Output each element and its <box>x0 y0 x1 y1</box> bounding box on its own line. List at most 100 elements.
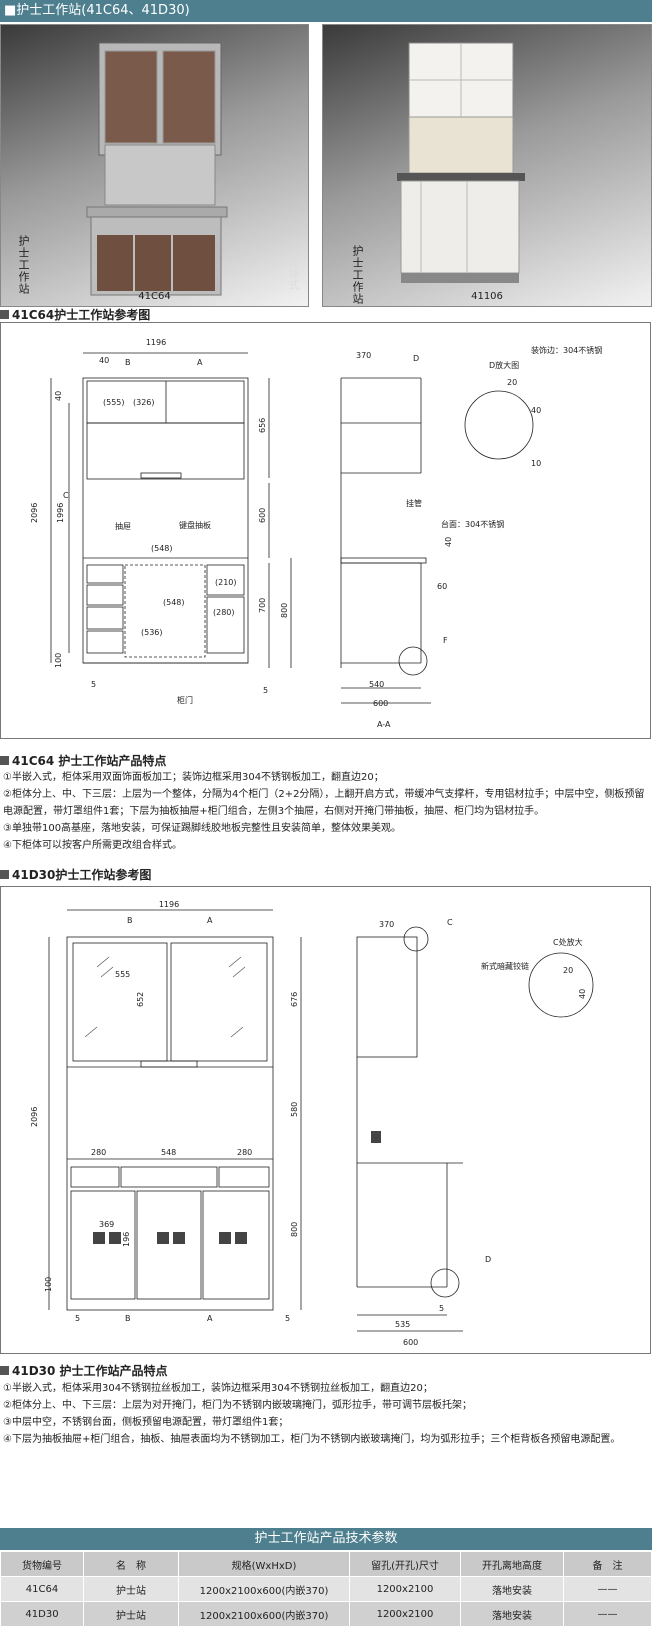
technical-drawing-41c64: 1196 40 B A (555) (326) C (548) (548) (2… <box>30 338 602 729</box>
note-drawer: 抽屉 <box>115 521 131 531</box>
dim-5-left: 5 <box>91 680 96 689</box>
product-photo-41106: 护士工作站 41106 <box>322 24 652 307</box>
note-door: 柜门 <box>177 695 193 705</box>
dim-600-depth: 600 <box>403 1338 418 1347</box>
photo-caption: 41106 <box>471 291 503 302</box>
table-cell: 落地安装 <box>460 1576 564 1602</box>
section-title-d30-feat: 41D30 护士工作站产品特点 <box>0 1362 168 1379</box>
table-cell: 落地安装 <box>460 1601 564 1627</box>
dim-2096: 2096 <box>30 1107 39 1127</box>
note-keyboard: 键盘抽板 <box>179 520 211 530</box>
detail-dim-20: 20 <box>507 378 517 387</box>
detail-mark-c: C <box>447 918 453 927</box>
detail-note-trim: 装饰边：304不锈钢 <box>531 345 602 355</box>
section-title-d30-ref: 41D30护士工作站参考图 <box>0 866 151 883</box>
table-cell: —— <box>563 1601 652 1627</box>
table-row: 41C64 护士站 1200x2100x600(内嵌370) 1200x2100… <box>0 1576 652 1602</box>
dim-60: 60 <box>437 582 447 591</box>
section-label-aa: A-A <box>377 720 391 729</box>
dim-600-depth: 600 <box>373 699 388 708</box>
section-mark-a-bottom: A <box>207 1314 213 1323</box>
col-header: 备 注 <box>563 1551 652 1577</box>
feature-list-41d30: ①半嵌入式，柜体采用304不锈钢拉丝板加工，装饰边框采用304不锈钢拉丝板加工，… <box>3 1380 649 1448</box>
section-title-text: 41C64 护士工作站产品特点 <box>12 754 167 768</box>
feature-item: ④下层为抽板抽屉+柜门组合，抽板、抽屉表面均为不锈钢加工，柜门为不锈钢内嵌玻璃掩… <box>3 1434 621 1445</box>
detail-note-hinge: 新式暗藏铰链 <box>481 961 529 971</box>
dim-100: 100 <box>54 653 63 668</box>
detail-dim-40: 40 <box>578 989 587 999</box>
feature-item: ②柜体分上、中、下三层：上层为一个整体，分隔为4个柜门（2+2分隔），上翻开启方… <box>3 789 645 817</box>
drawing-41c64: 1196 40 B A (555) (326) C (548) (548) (2… <box>0 322 651 739</box>
table-cell: 护士站 <box>83 1601 179 1627</box>
dim-555: (555) <box>103 398 125 407</box>
table-cell: 41C64 <box>0 1576 84 1602</box>
table-cell: 1200x2100 <box>349 1576 461 1602</box>
dim-580: 580 <box>290 1102 299 1117</box>
dim-370: 370 <box>379 920 394 929</box>
dim-535: 535 <box>395 1320 410 1329</box>
detail-dim-40: 40 <box>531 406 541 415</box>
col-header: 名 称 <box>83 1551 179 1577</box>
dim-548b: (548) <box>163 598 185 607</box>
detail-title-d: D放大图 <box>489 360 519 370</box>
section-mark-a: A <box>197 358 203 367</box>
section-mark-b: B <box>125 358 131 367</box>
col-header: 留孔(开孔)尺寸 <box>349 1551 461 1577</box>
table-cell: 1200x2100x600(内嵌370) <box>178 1576 350 1602</box>
dim-369: 369 <box>99 1220 114 1229</box>
section-mark-c: C <box>63 491 69 500</box>
dim-370: 370 <box>356 351 371 360</box>
section-title-text: 41C64护士工作站参考图 <box>12 308 151 322</box>
photo-caption: 41C64 <box>138 291 171 302</box>
feature-item: ③单独带100高基座，落地安装，可保证踢脚线胶地板完整性且安装简单，整体效果美观… <box>3 823 402 834</box>
dim-652: 652 <box>136 992 145 1007</box>
col-header: 开孔离地高度 <box>460 1551 564 1577</box>
dim-326: (326) <box>133 398 155 407</box>
feature-item: ①半嵌入式，柜体采用304不锈钢拉丝板加工，装饰边框采用304不锈钢拉丝板加工，… <box>3 1383 433 1394</box>
table-cell: 1200x2100x600(内嵌370) <box>178 1601 350 1627</box>
detail-dim-10: 10 <box>531 459 541 468</box>
section-mark-a: A <box>207 916 213 925</box>
dim-2096: 2096 <box>30 503 39 523</box>
section-title-c64-feat: 41C64 护士工作站产品特点 <box>0 752 166 769</box>
spec-table: 货物编号 名 称 规格(WxHxD) 留孔(开孔)尺寸 开孔离地高度 备 注 4… <box>0 1551 652 1627</box>
dim-40-vertical: 40 <box>54 391 63 401</box>
dim-1996: 1996 <box>56 503 65 523</box>
section-title-text: 41D30护士工作站参考图 <box>12 868 152 882</box>
dim-5-right: 5 <box>263 686 268 695</box>
dim-280-right: 280 <box>237 1148 252 1157</box>
dim-700: 700 <box>258 598 267 613</box>
dim-196: 196 <box>122 1232 131 1247</box>
dim-800: 800 <box>290 1222 299 1237</box>
product-photo-41c64: 护士工作站 整体式 41C64 <box>0 24 309 307</box>
feature-list-41c64: ①半嵌入式，柜体采用双面饰面板加工；装饰边框采用304不锈钢板加工，翻直边20；… <box>3 769 649 854</box>
dim-600: 600 <box>258 508 267 523</box>
dim-656: 656 <box>258 418 267 433</box>
dim-280-left: 280 <box>91 1148 106 1157</box>
dim-5-left: 5 <box>75 1314 80 1323</box>
spec-table-title: 护士工作站产品技术参数 <box>0 1528 652 1550</box>
detail-title-c: C处放大 <box>553 937 583 947</box>
detail-dim-20: 20 <box>563 966 573 975</box>
photo-side-label-2: 整体式 <box>287 255 300 291</box>
detail-mark-d: D <box>485 1255 491 1264</box>
dim-5: 5 <box>439 1304 444 1313</box>
photo-side-label: 护士工作站 <box>17 235 30 295</box>
table-cell: 1200x2100 <box>349 1601 461 1627</box>
table-header-row: 货物编号 名 称 规格(WxHxD) 留孔(开孔)尺寸 开孔离地高度 备 注 <box>0 1551 652 1577</box>
detail-mark-f: F <box>443 636 448 645</box>
dim-540: 540 <box>369 680 384 689</box>
feature-item: ③中层中空，不锈钢台面，侧板预留电源配置，带灯罩组件1套； <box>3 1417 289 1428</box>
dim-width-1196: 1196 <box>159 900 179 909</box>
table-row: 41D30 护士站 1200x2100x600(内嵌370) 1200x2100… <box>0 1601 652 1627</box>
note-rail: 挂管 <box>406 498 422 508</box>
section-title-text: 41D30 护士工作站产品特点 <box>12 1364 168 1378</box>
dim-676: 676 <box>290 992 299 1007</box>
feature-item: ②柜体分上、中、下三层：上层为对开掩门，柜门为不锈钢内嵌玻璃掩门，弧形拉手，带可… <box>3 1400 472 1411</box>
dim-548: 548 <box>161 1148 176 1157</box>
dim-548: (548) <box>151 544 173 553</box>
feature-item: ①半嵌入式，柜体采用双面饰面板加工；装饰边框采用304不锈钢板加工，翻直边20； <box>3 772 384 783</box>
col-header: 规格(WxHxD) <box>178 1551 350 1577</box>
col-header: 货物编号 <box>0 1551 84 1577</box>
dim-40-right: 40 <box>444 537 453 547</box>
